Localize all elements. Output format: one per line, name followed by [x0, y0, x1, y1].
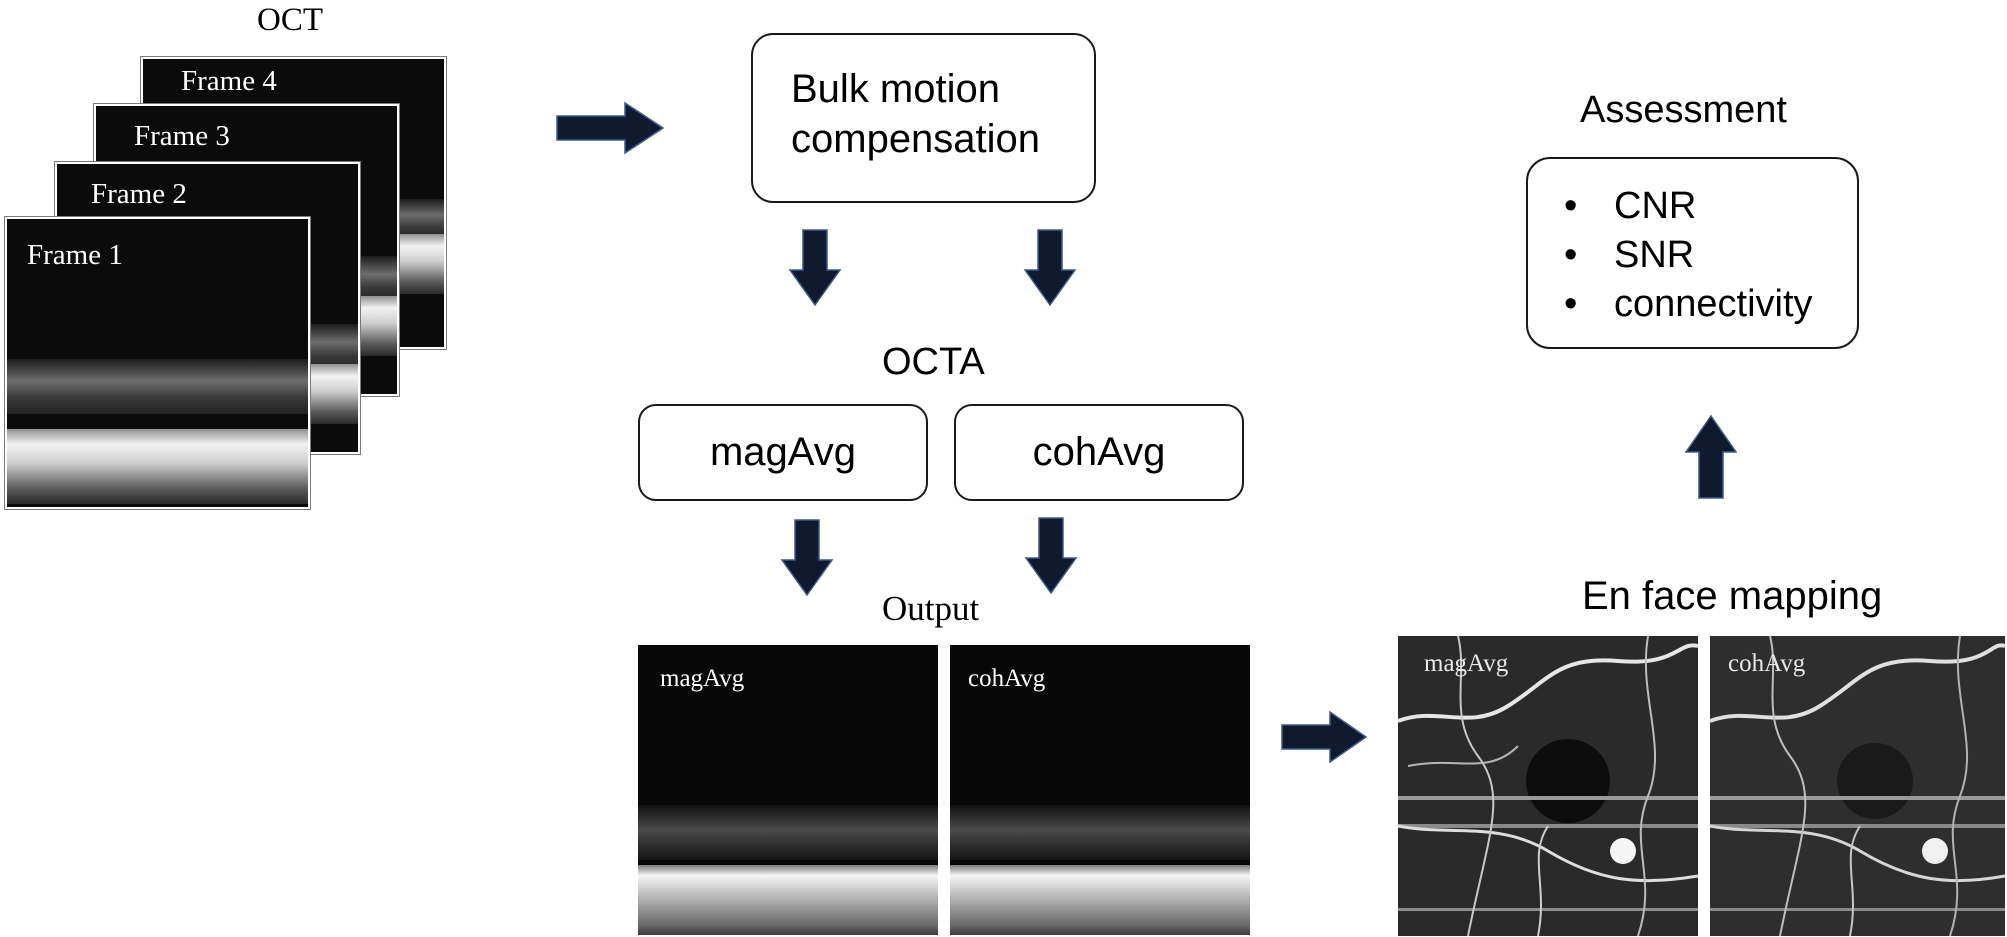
en-face-magavg-vessels: [1398, 636, 1698, 936]
output-magavg-image: magAvg: [638, 645, 938, 935]
assessment-box: • CNR • SNR • connectivity: [1526, 157, 1859, 349]
oct-frame-1: Frame 1: [4, 216, 311, 510]
arrow-right-to-en-face: [1281, 710, 1368, 764]
frame-3-label: Frame 3: [134, 120, 230, 152]
octa-title: OCTA: [882, 341, 985, 383]
assessment-item-connectivity: connectivity: [1614, 283, 1813, 325]
frame-4-label: Frame 4: [181, 65, 277, 97]
frame-2-label: Frame 2: [91, 178, 187, 210]
assessment-bullet-1: •: [1564, 185, 1578, 227]
arrow-up-to-assessment: [1684, 414, 1738, 499]
en-face-cohavg-image: cohAvg: [1710, 636, 2005, 936]
magavg-method-label: magAvg: [709, 430, 856, 474]
assessment-item-snr: SNR: [1614, 234, 1695, 276]
en-face-cohavg-label: cohAvg: [1728, 650, 1806, 677]
assessment-title: Assessment: [1580, 89, 1787, 131]
en-face-mapping-title: En face mapping: [1582, 574, 1883, 618]
magavg-method-box: magAvg: [638, 404, 928, 501]
assessment-bullet-2: •: [1564, 234, 1578, 276]
arrow-down-to-output-cohavg: [1024, 517, 1078, 595]
assessment-item-cnr: CNR: [1614, 185, 1697, 227]
en-face-cohavg-vessels: [1710, 636, 2005, 936]
cohavg-method-label: cohAvg: [1032, 430, 1166, 474]
cohavg-method-box: cohAvg: [954, 404, 1244, 501]
output-cohavg-label: cohAvg: [968, 665, 1046, 692]
assessment-bullet-3: •: [1564, 283, 1578, 325]
arrow-down-to-cohavg: [1023, 229, 1077, 307]
arrow-down-to-output-magavg: [780, 519, 834, 597]
en-face-magavg-label: magAvg: [1424, 650, 1509, 677]
oct-title: OCT: [257, 2, 323, 38]
en-face-magavg-image: magAvg: [1398, 636, 1698, 936]
arrow-down-to-magavg: [788, 229, 842, 307]
bulk-motion-line2: compensation: [791, 117, 1041, 161]
bulk-motion-line1: Bulk motion: [791, 67, 1000, 111]
frame-1-label: Frame 1: [27, 239, 123, 271]
bulk-motion-compensation-box: Bulk motion compensation: [751, 33, 1096, 203]
output-title: Output: [882, 589, 980, 628]
output-magavg-label: magAvg: [660, 665, 745, 692]
output-cohavg-image: cohAvg: [950, 645, 1250, 935]
arrow-right-to-bulk-motion: [556, 101, 665, 155]
